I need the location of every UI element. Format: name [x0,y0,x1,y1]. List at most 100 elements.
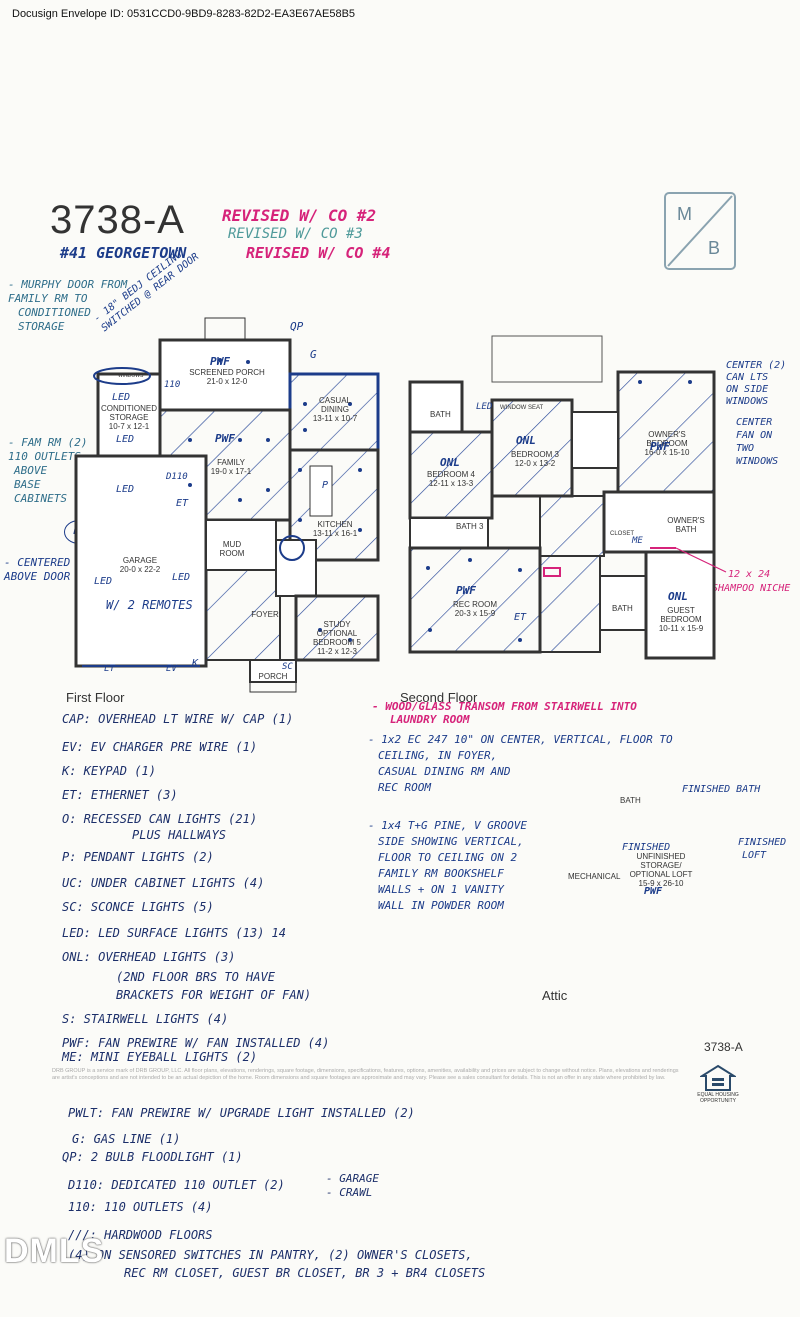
mark-garage-remotes: W/ 2 REMOTES [106,598,193,612]
first-floor-label: First Floor [66,690,125,705]
legend-d110: D110: DEDICATED 110 OUTLET (2) [68,1178,285,1192]
mark-led-garage3: LED [172,572,191,583]
legend-uc: UC: UNDER CABINET LIGHTS (4) [62,876,265,890]
room-guest-bedroom: GUEST BEDROOM 10-11 x 15-9 [658,606,704,633]
mark-led-2f: LED [476,402,493,412]
mark-led-garage2: LED [94,576,113,587]
note-finished-loft: FINISHED LOFT [738,837,787,861]
second-floor-notes: - WOOD/GLASS TRANSOM FROM STAIRWELL INTO… [372,700,637,726]
room-owners-bedroom: OWNER'S BEDROOM 16-0 x 15-10 [644,430,690,457]
legend-sensor-2: REC RM CLOSET, GUEST BR CLOSET, BR 3 + B… [124,1266,486,1280]
second-floor-label: Second Floor [400,690,478,705]
mark-ev: EV [166,664,177,674]
room-rec-room: REC ROOM 20-3 x 15-9 [453,600,497,618]
room-bath-top: BATH [430,410,451,419]
room-screened-porch: SCREENED PORCH 21-0 x 12-0 [189,368,265,386]
room-conditioned-storage: CONDITIONED STORAGE 10-7 x 12-1 [101,404,157,431]
attic-bath: BATH [620,796,641,805]
legend-g: G: GAS LINE (1) [72,1132,181,1146]
mark-onl-br4: ONL [440,456,460,469]
legend-o: O: RECESSED CAN LIGHTS (21) [62,812,258,826]
revision-co3: REVISED W/ CO #3 [228,226,363,242]
mark-sc: SC [282,662,293,672]
note-shampoo: 12 x 24 SHAMPOO NICHE [712,569,791,594]
legend-onl-2: (2ND FLOOR BRS TO HAVE [116,970,275,984]
mark-pwf-owners: PWF [650,440,670,453]
room-kitchen: KITCHEN 13-11 x 16-1 [312,520,358,538]
second-floor-plan [408,335,727,660]
legend-p: P: PENDANT LIGHTS (2) [62,850,214,864]
room-family: FAMILY 19-0 x 17-1 [210,458,252,476]
mark-d110: D110 [166,472,188,482]
legend-led: LED: LED SURFACE LIGHTS (13) 14 [62,926,286,940]
plan-title: 3738-A [50,198,185,242]
room-porch: PORCH [258,672,288,681]
attic-mechanical: MECHANICAL [568,872,621,881]
builder-logo: M B [664,192,736,270]
room-owners-bath: OWNER'S BATH [667,516,705,534]
lot-number: #41 GEORGETOWN [60,244,187,262]
legend-sc: SC: SCONCE LIGHTS (5) [62,900,214,914]
mark-et: ET [176,498,189,509]
legend-d110-locations: - GARAGE - CRAWL [326,1172,379,1199]
legend-k: K: KEYPAD (1) [62,764,156,778]
attic-pwf: PWF [644,886,663,897]
mark-lt: LT [104,664,115,674]
note-murphy-door: - MURPHY DOOR FROM FAMILY RM TO CONDITIO… [8,278,128,333]
mark-pwf-family: PWF [215,432,235,445]
revision-co4: REVISED W/ CO #4 [246,244,391,262]
room-garage: GARAGE 20-0 x 22-2 [119,556,161,574]
legend-onl: ONL: OVERHEAD LIGHTS (3) [62,950,236,964]
attic-loft: UNFINISHED STORAGE/ OPTIONAL LOFT 15-9 x… [629,852,693,888]
mark-qp: QP [290,320,304,333]
room-bedroom-3: BEDROOM 3 12-0 x 13-2 [510,450,559,468]
legend-me: ME: MINI EYEBALL LIGHTS (2) [62,1050,258,1064]
equal-housing-text: EQUAL HOUSING OPPORTUNITY [697,1092,739,1104]
legend-110: 110: 110 OUTLETS (4) [68,1200,213,1214]
room-casual-dining: CASUAL DINING 13-11 x 10-7 [312,396,358,423]
mark-k: K [192,658,199,669]
mark-pwf-rec: PWF [456,584,476,597]
legend-onl-3: BRACKETS FOR WEIGHT OF FAN) [116,988,312,1002]
legend-o-hall: PLUS HALLWAYS [132,828,226,842]
mark-et-2f: ET [514,612,527,623]
room-bedroom-4: BEDROOM 4 12-11 x 13-3 [426,470,475,488]
logo-letter-m: M [677,204,692,224]
legend-ev: EV: EV CHARGER PRE WIRE (1) [62,740,258,754]
note-centered: - CENTERED ABOVE DOOR [4,556,71,583]
mark-p: P [322,480,329,491]
note-center-can: CENTER (2) CAN LTS ON SIDE WINDOWS [726,360,787,407]
mark-110: 110 [164,380,181,390]
attic-finished: FINISHED [622,842,671,853]
dmls-watermark: DMLS [4,1232,105,1270]
note-finished-bath: FINISHED BATH [682,784,761,795]
wall-treatment-notes: - 1x2 EC 247 10" ON CENTER, VERTICAL, FL… [368,733,673,794]
equal-housing-icon [698,1064,738,1092]
pine-notes: - 1x4 T+G PINE, V GROOVE SIDE SHOWING VE… [368,819,527,912]
room-bath-3: BATH 3 [456,522,484,531]
mark-led-storage1: LED [112,392,131,403]
legend-pwf: PWF: FAN PREWIRE W/ FAN INSTALLED (4) [62,1036,330,1050]
legend-sensor: (4) ON SENSORED SWITCHES IN PANTRY, (2) … [68,1248,473,1262]
revision-co2: REVISED W/ CO #2 [222,206,377,225]
room-bath-2: BATH [612,604,633,613]
window-seat: WINDOW SEAT [500,405,544,411]
mark-pwf-porch: PWF [210,355,230,368]
fine-print: DRB GROUP is a service mark of DRB GROUP… [52,1068,679,1081]
windows-label: WINDOWS [118,373,144,379]
attic-label: Attic [542,988,568,1003]
footer-plan-number: 3738-A [704,1040,743,1054]
mark-g: G [310,348,317,361]
room-study: STUDY OPTIONAL BEDROOM 5 11-2 x 12-3 [312,620,361,656]
mark-me: ME [632,536,643,546]
legend-cap: CAP: OVERHEAD LT WIRE W/ CAP (1) [62,712,294,726]
note-center-fan: CENTER FAN ON TWO WINDOWS [736,417,779,467]
room-closet: CLOSET [610,531,635,537]
legend-et: ET: ETHERNET (3) [62,788,178,802]
legend-s: S: STAIRWELL LIGHTS (4) [62,1012,229,1026]
mark-led-garage1: LED [116,484,135,495]
room-mud: MUD ROOM [219,540,245,558]
legend-pwlt: PWLT: FAN PREWIRE W/ UPGRADE LIGHT INSTA… [68,1106,415,1120]
room-foyer: FOYER [251,610,279,619]
mark-onl-br3: ONL [516,434,536,447]
